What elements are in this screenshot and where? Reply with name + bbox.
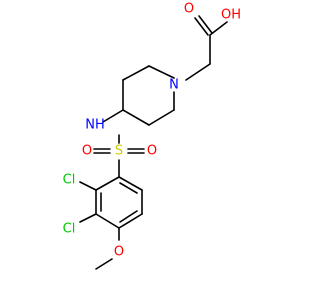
atom-labels: OH O N NH S O O Cl Cl O <box>63 2 241 260</box>
bond-c4-c5-inner <box>119 210 138 223</box>
bond-c4-c5 <box>118 213 143 229</box>
bond-n-c6 <box>148 65 175 79</box>
sulfonyl-o-left-label: O <box>82 144 92 159</box>
bond-c3-cl <box>79 213 97 223</box>
chlorine-2-label: Cl <box>63 173 76 188</box>
bond-ch2-n <box>185 63 211 81</box>
carboxyl-o-label: O <box>184 2 194 17</box>
carboxyl-oh-label: OH <box>221 8 241 23</box>
bond-c1-c2 <box>95 176 120 191</box>
methoxy-o-label: O <box>114 245 124 260</box>
bond-c4-nh <box>102 109 124 123</box>
chlorine-3-label: Cl <box>63 222 76 237</box>
bond-c3-c4 <box>122 109 150 126</box>
bond-c-o-double-b <box>198 15 213 34</box>
bond-c3-c4 <box>95 213 120 229</box>
bond-c2-c3 <box>148 109 175 126</box>
bonds <box>79 15 228 270</box>
bond-c6-c1-inner <box>119 182 138 194</box>
bond-c5-c6 <box>122 65 150 81</box>
sulfur-label: S <box>115 144 123 159</box>
sulfonyl-o-right-label: O <box>147 144 157 159</box>
bond-c6-c1 <box>118 176 143 191</box>
piperidine-n-label: N <box>169 78 179 93</box>
bond-o-ch3 <box>95 258 113 270</box>
sulfonamide-nh-label: NH <box>85 118 105 133</box>
bond-c2-cl <box>79 181 97 191</box>
bond-c-oh <box>209 21 228 36</box>
bond-c-o-double-a <box>194 17 209 36</box>
chemical-structure: OH O N NH S O O Cl Cl O <box>63 2 241 270</box>
